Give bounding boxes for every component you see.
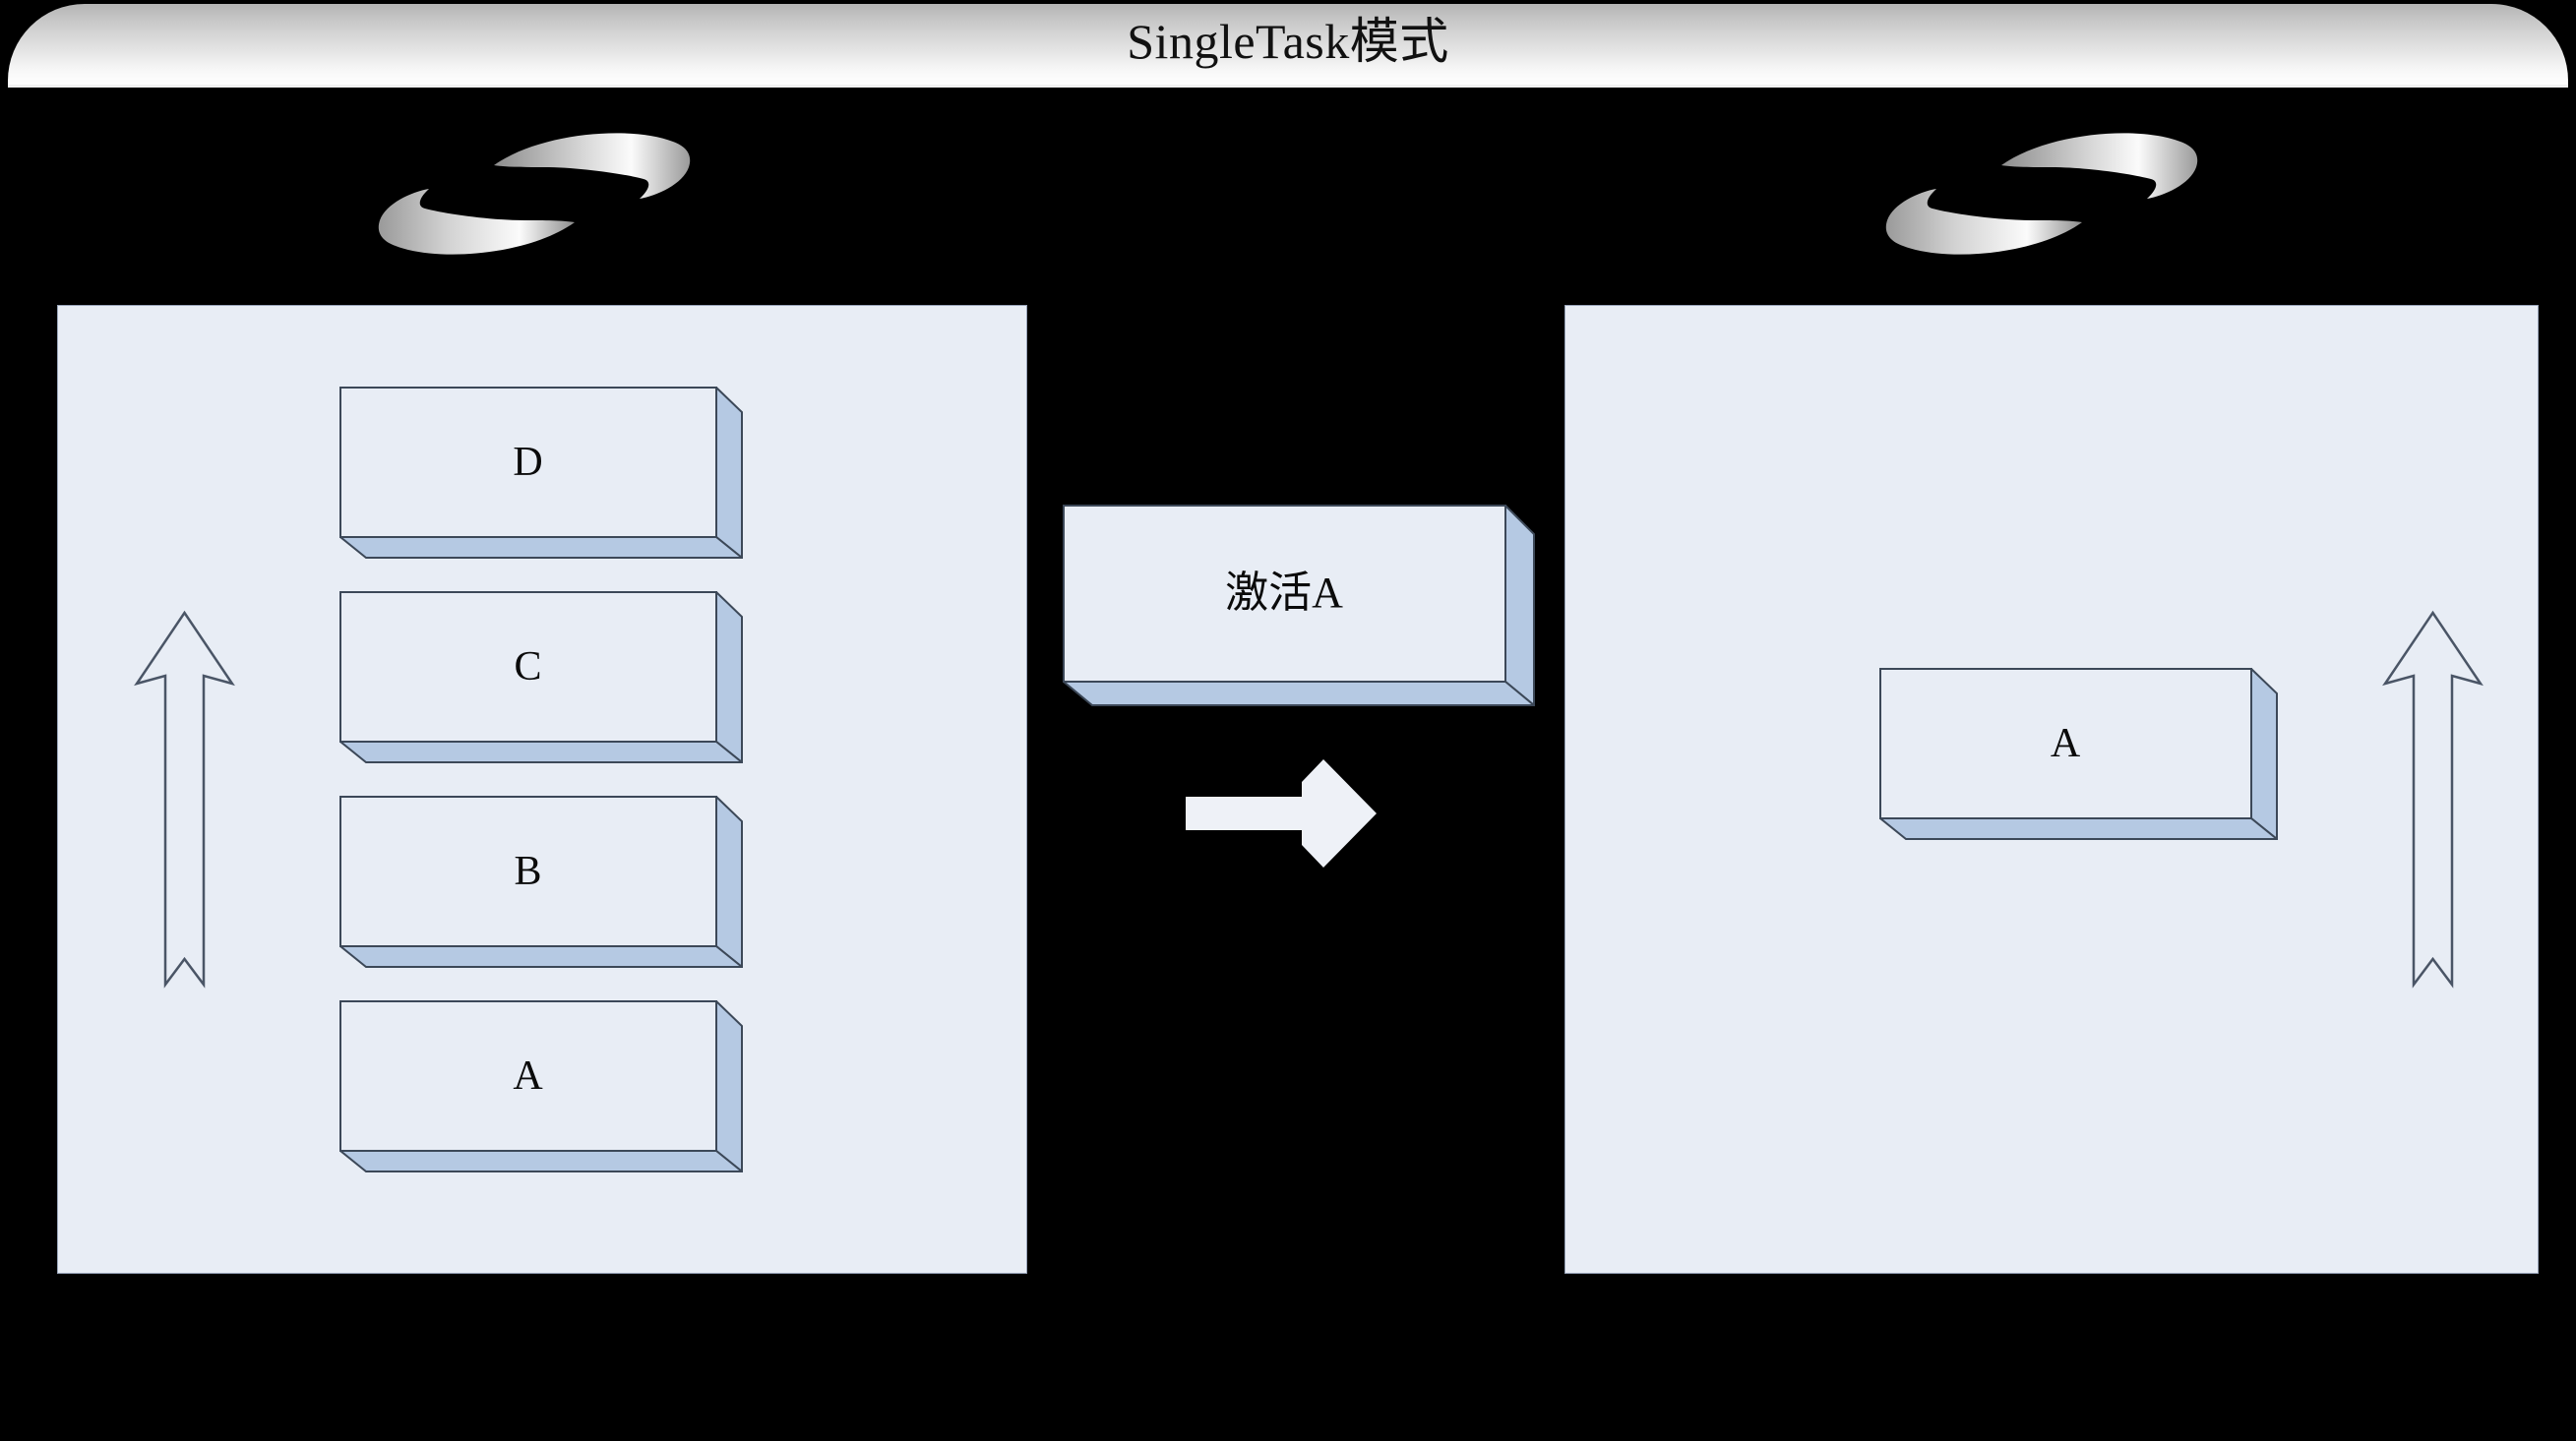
stack-growth-up-arrow-icon xyxy=(133,607,236,991)
task-block-b[interactable]: B xyxy=(339,796,743,968)
task-block-a-active[interactable]: A xyxy=(1879,668,2278,840)
task-block-a[interactable]: A xyxy=(339,1000,743,1172)
page-title: SingleTask模式 xyxy=(1127,14,1449,69)
swirl-icon xyxy=(1879,128,2204,261)
stack-growth-up-arrow-icon xyxy=(2381,607,2484,991)
title-banner: SingleTask模式 xyxy=(8,4,2568,88)
task-block-c[interactable]: C xyxy=(339,591,743,763)
right-arrow-icon xyxy=(1186,755,1378,871)
swirl-icon xyxy=(372,128,697,261)
activate-a-block[interactable]: 激活A xyxy=(1063,505,1535,706)
task-block-d[interactable]: D xyxy=(339,387,743,559)
